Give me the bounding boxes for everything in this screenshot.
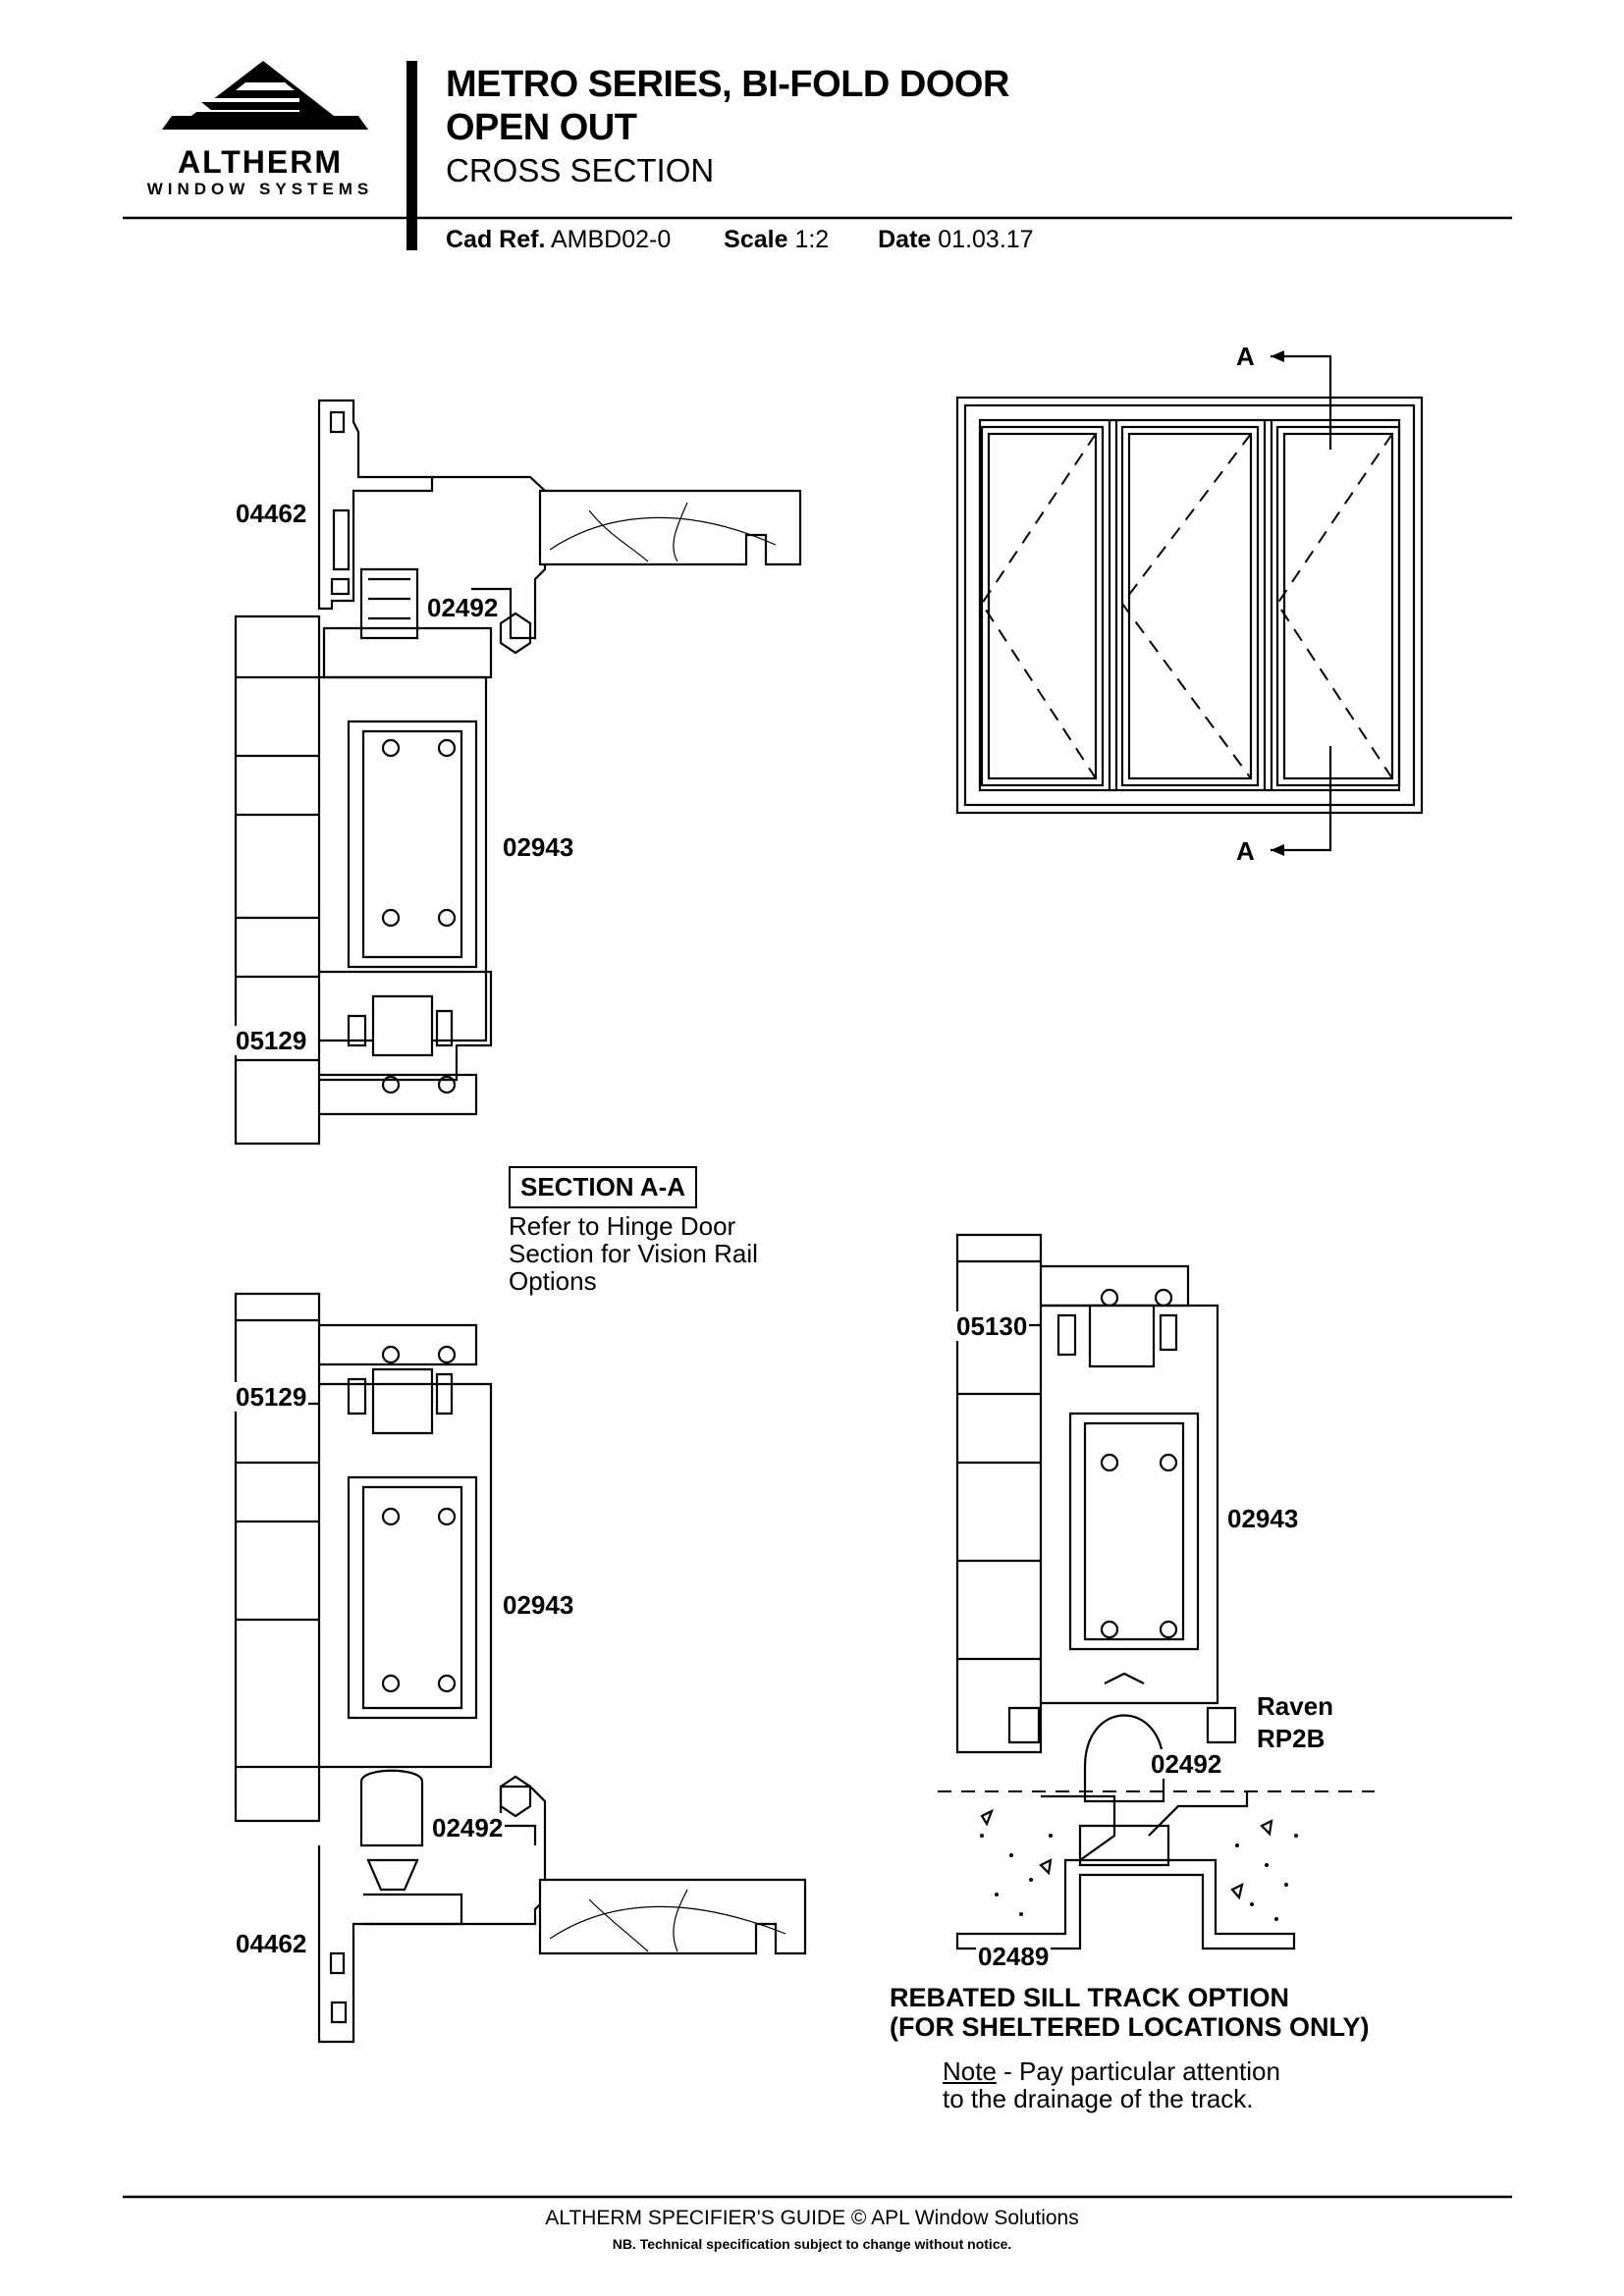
elevation-drawing (955, 350, 1424, 856)
date-label: Date (878, 226, 932, 253)
rebated-sill-caption: REBATED SILL TRACK OPTION (FOR SHELTERED… (890, 1983, 1370, 2042)
label-rebated-02943: 02943 (1225, 1504, 1301, 1533)
rebated-sill-title-2: (FOR SHELTERED LOCATIONS ONLY) (890, 2012, 1370, 2042)
section-note-line-3: Options (509, 1266, 597, 1296)
rebated-sill-title-1: REBATED SILL TRACK OPTION (890, 1983, 1290, 2012)
title-line-1: METRO SERIES, BI-FOLD DOOR (446, 64, 1009, 105)
label-rebated-05130: 05130 (954, 1311, 1030, 1341)
scale-label: Scale (724, 226, 788, 253)
cad-ref-value: AMBD02-0 (550, 226, 672, 253)
label-head-04462: 04462 (234, 499, 309, 528)
note-line-2: to the drainage of the track. (943, 2084, 1254, 2113)
label-raven-line-1: Raven (1255, 1691, 1336, 1721)
label-head-05129: 05129 (234, 1026, 309, 1055)
section-a-a-title: SECTION A-A (509, 1166, 698, 1208)
meta-row: Cad Ref. AMBD02-0 Scale 1:2 Date 01.03.1… (446, 225, 1034, 254)
header-vertical-bar (406, 61, 417, 250)
brand-subtitle: WINDOW SYSTEMS (146, 180, 374, 198)
section-note-line-1: Refer to Hinge Door (509, 1211, 736, 1241)
label-rebated-02489: 02489 (976, 1942, 1052, 1971)
title-block: METRO SERIES, BI-FOLD DOOR OPEN OUT CROS… (446, 63, 1009, 190)
label-head-02492: 02492 (425, 593, 501, 622)
rebated-sill-drawing (938, 1233, 1375, 1950)
footer-line-1: ALTHERM SPECIFIER'S GUIDE © APL Window S… (545, 2207, 1079, 2229)
section-a-a-block: SECTION A-A Refer to Hinge Door Section … (509, 1166, 758, 1295)
label-head-02943: 02943 (501, 832, 576, 862)
title-line-2: OPEN OUT (446, 107, 637, 148)
page-subtitle: CROSS SECTION (446, 152, 715, 188)
head-section-drawing (234, 399, 802, 1146)
section-marker-top: A (1234, 342, 1257, 371)
label-raven-line-2: RP2B (1255, 1724, 1327, 1753)
brand-name: ALTHERM (177, 144, 344, 180)
cad-ref-label: Cad Ref. (446, 226, 546, 253)
label-sill-02492: 02492 (430, 1813, 506, 1842)
sill-section-drawing (234, 1292, 807, 2044)
altherm-logo-icon (162, 61, 368, 130)
section-note-line-2: Section for Vision Rail (509, 1239, 758, 1268)
footer-line-2: NB. Technical specification subject to c… (612, 2236, 1012, 2252)
date-value: 01.03.17 (938, 226, 1034, 253)
label-sill-05129: 05129 (234, 1382, 309, 1412)
scale-value: 1:2 (794, 226, 830, 253)
label-rebated-02492: 02492 (1149, 1749, 1224, 1779)
drainage-note: Note - Pay particular attention to the d… (943, 2057, 1280, 2112)
note-label: Note (943, 2056, 997, 2086)
note-line-1: - Pay particular attention (996, 2056, 1280, 2086)
label-sill-04462: 04462 (234, 1929, 309, 1958)
section-marker-bottom: A (1234, 836, 1257, 866)
brand-logo: ALTHERM WINDOW SYSTEMS (128, 145, 393, 200)
label-sill-02943: 02943 (501, 1590, 576, 1620)
